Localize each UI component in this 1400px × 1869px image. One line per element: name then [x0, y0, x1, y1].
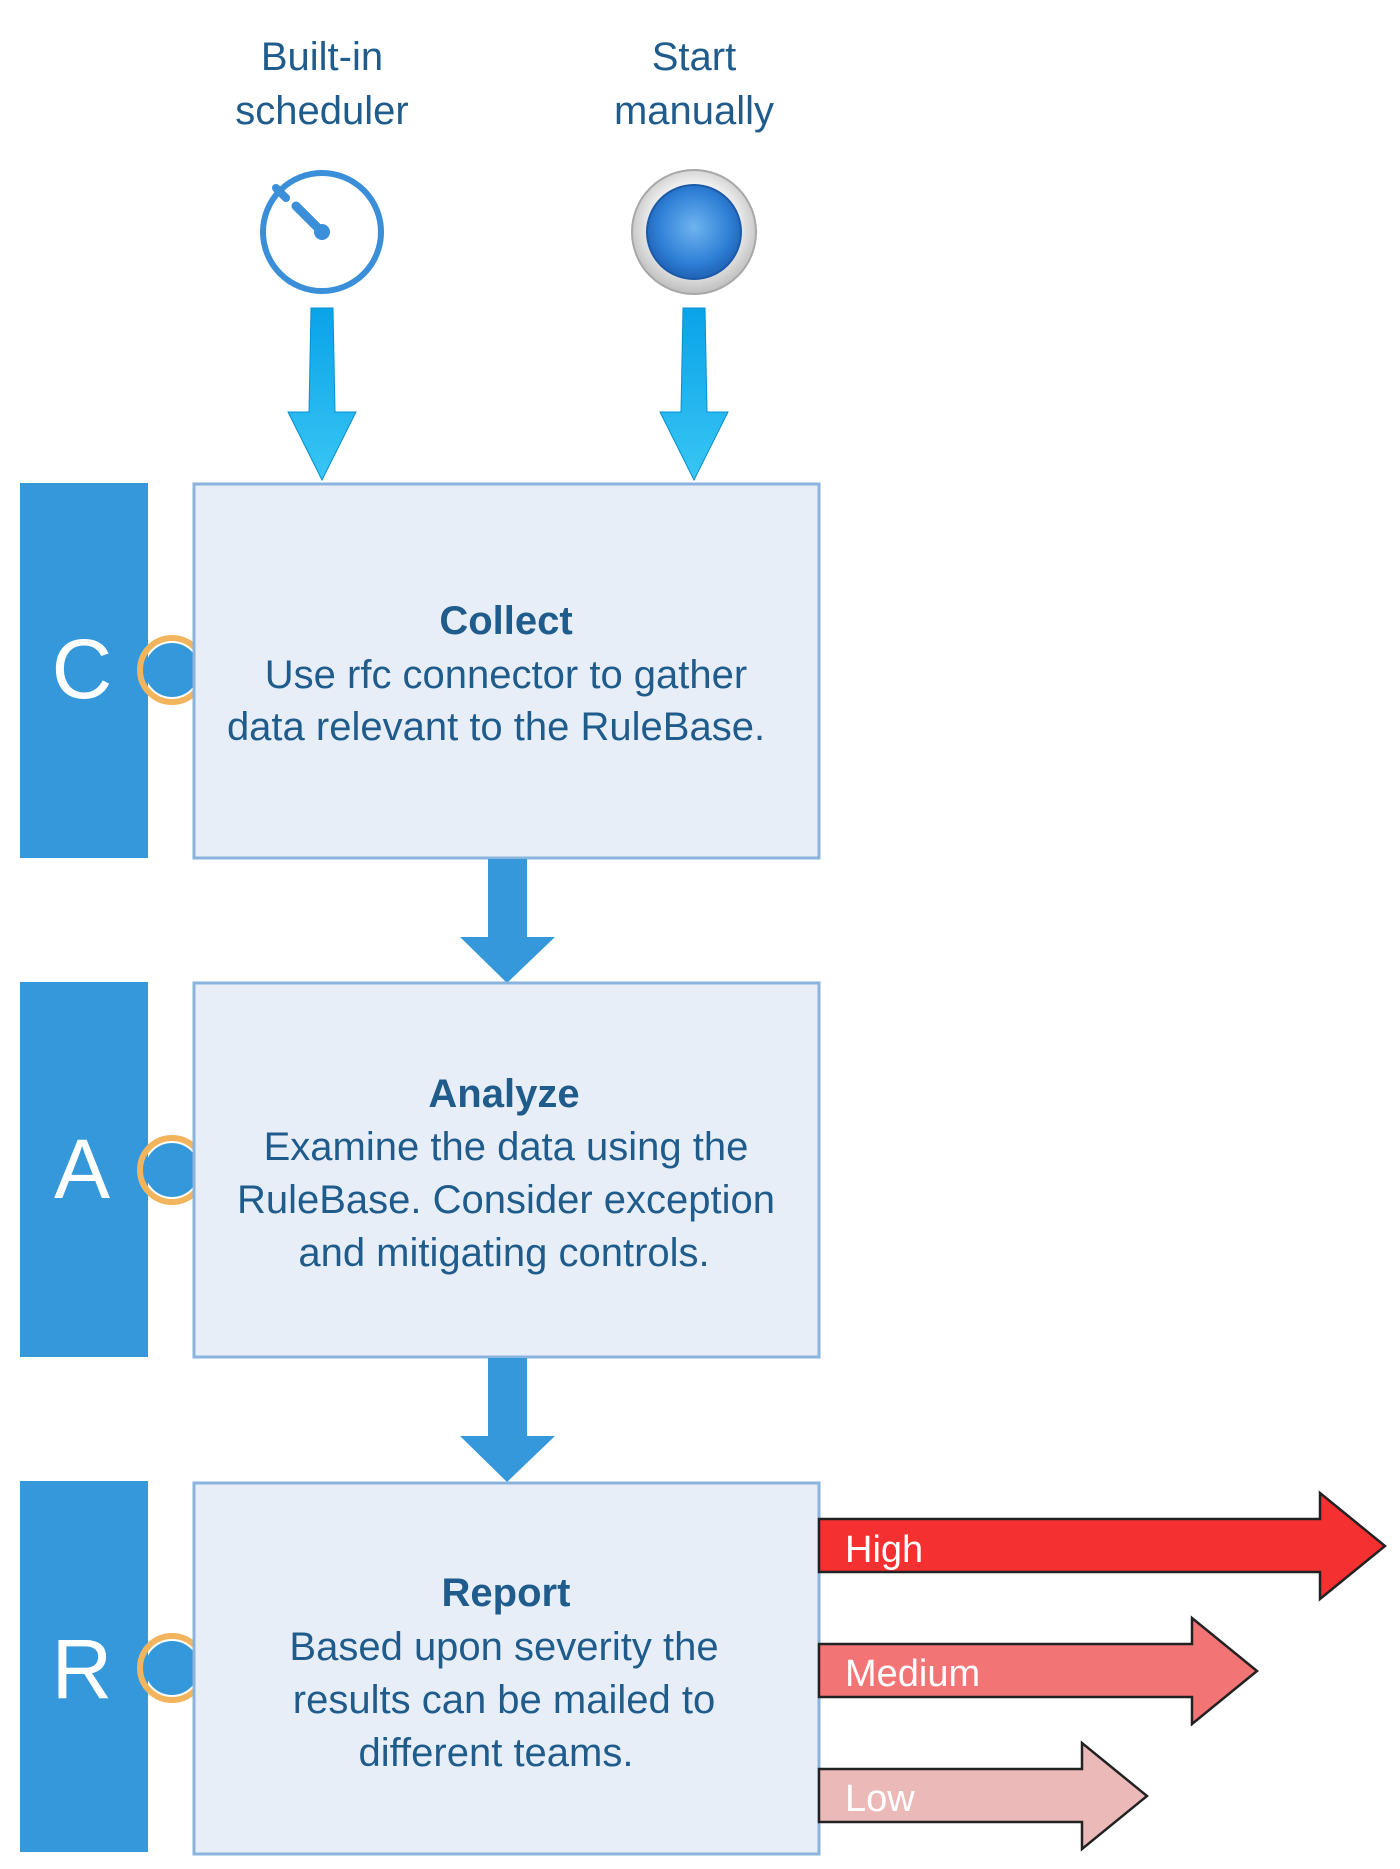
- stage-title-collect: Collect: [439, 599, 572, 643]
- low-arrow-shape: [817, 1740, 1149, 1852]
- medium-arrow-shape: [817, 1615, 1259, 1727]
- flow-arrow-collect-to-analyze: [460, 859, 555, 983]
- stage-analyze: A Analyze Examine the data using the Rul…: [20, 981, 821, 1359]
- severity-arrow-low: Low: [817, 1740, 1149, 1852]
- severity-label-medium: Medium: [845, 1653, 980, 1695]
- stage-box-collect: [192, 482, 821, 860]
- stage-desc-analyze-line2: RuleBase. Consider exception: [237, 1178, 775, 1222]
- stage-bar-a: [20, 982, 148, 1357]
- severity-label-high: High: [845, 1529, 923, 1571]
- stage-letter-a: A: [54, 1122, 110, 1216]
- stage-desc-collect-line1: Use rfc connector to gather: [265, 653, 747, 697]
- stage-desc-report-line1: Based upon severity the: [289, 1625, 718, 1669]
- stage-desc-report-line3: different teams.: [359, 1731, 634, 1775]
- scheduler-label-line2: scheduler: [235, 89, 408, 133]
- severity-label-low: Low: [845, 1778, 915, 1820]
- stage-title-report: Report: [442, 1571, 571, 1615]
- stage-letter-r: R: [52, 1622, 113, 1716]
- stage-bar-c: [20, 483, 148, 858]
- stage-desc-analyze-line3: and mitigating controls.: [298, 1231, 709, 1275]
- high-arrow-shape: [817, 1490, 1387, 1602]
- stage-collect: C Collect Use rfc connector to gather da…: [20, 482, 821, 860]
- trigger-scheduler: Built-in scheduler: [235, 35, 409, 294]
- stage-report: R Report Based upon severity the results…: [20, 1481, 821, 1856]
- stage-letter-c: C: [52, 622, 113, 716]
- flow-arrow-analyze-to-report: [460, 1358, 555, 1482]
- severity-arrow-high: High: [817, 1490, 1387, 1602]
- start-button-icon: [631, 169, 757, 295]
- stage-box-report: [192, 1481, 821, 1856]
- stage-title-analyze: Analyze: [428, 1072, 579, 1116]
- scheduler-label-line1: Built-in: [261, 35, 383, 79]
- stage-desc-collect-line2: data relevant to the RuleBase.: [227, 705, 765, 749]
- trigger-manual: Start manually: [614, 35, 774, 295]
- stopwatch-icon: [260, 170, 384, 294]
- stage-desc-analyze-line1: Examine the data using the: [264, 1125, 749, 1169]
- stage-bar-r: [20, 1481, 148, 1852]
- manual-label-line1: Start: [652, 35, 736, 79]
- severity-arrow-medium: Medium: [817, 1615, 1259, 1727]
- manual-label-line2: manually: [614, 89, 774, 133]
- stage-box-analyze: [192, 981, 821, 1359]
- manual-down-arrow: [659, 307, 729, 482]
- stage-desc-report-line2: results can be mailed to: [293, 1678, 715, 1722]
- scheduler-down-arrow: [287, 307, 357, 482]
